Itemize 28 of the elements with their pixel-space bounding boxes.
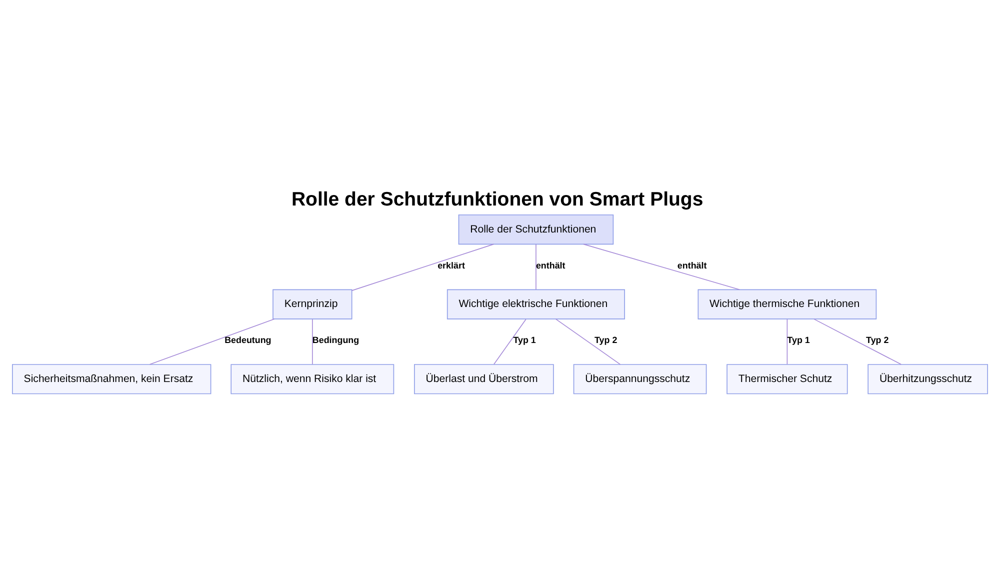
connector — [555, 318, 621, 365]
edge-label: Bedeutung — [224, 335, 272, 346]
edge-label: enthält — [677, 260, 707, 270]
node-box: Überhitzungsschutz — [868, 364, 988, 394]
connector — [494, 318, 526, 365]
diagram-title: Rolle der Schutzfunktionen von Smart Plugs — [291, 188, 704, 210]
edge-label: erklärt — [438, 260, 465, 270]
connector — [312, 318, 313, 365]
node-box: Nützlich, wenn Risiko klar ist — [230, 364, 394, 394]
node-box: Überspannungsschutz — [573, 364, 707, 394]
connector — [149, 318, 275, 365]
edge-label: Typ 1 — [787, 335, 810, 346]
connector — [786, 318, 788, 365]
node-box: Überlast und Überstrom — [414, 364, 554, 394]
edge-label: enthält — [536, 260, 566, 270]
node-box: Sicherheitsmaßnahmen, kein Ersatz — [12, 364, 212, 394]
node-box: Wichtige thermische Funktionen — [698, 289, 877, 320]
edge-label: Typ 2 — [594, 335, 618, 346]
edge-label: Bedingung — [312, 335, 360, 346]
node-box: Wichtige elektrische Funktionen — [446, 289, 625, 320]
connector — [814, 318, 902, 365]
node-box: Thermischer Schutz — [726, 364, 848, 394]
edge-label: Typ 2 — [866, 335, 889, 346]
edge-label: Typ 1 — [513, 335, 536, 346]
connector — [352, 244, 494, 291]
connector — [583, 244, 740, 290]
node-box: Kernprinzip — [272, 289, 352, 320]
node-box: Rolle der Schutzfunktionen — [458, 214, 614, 245]
